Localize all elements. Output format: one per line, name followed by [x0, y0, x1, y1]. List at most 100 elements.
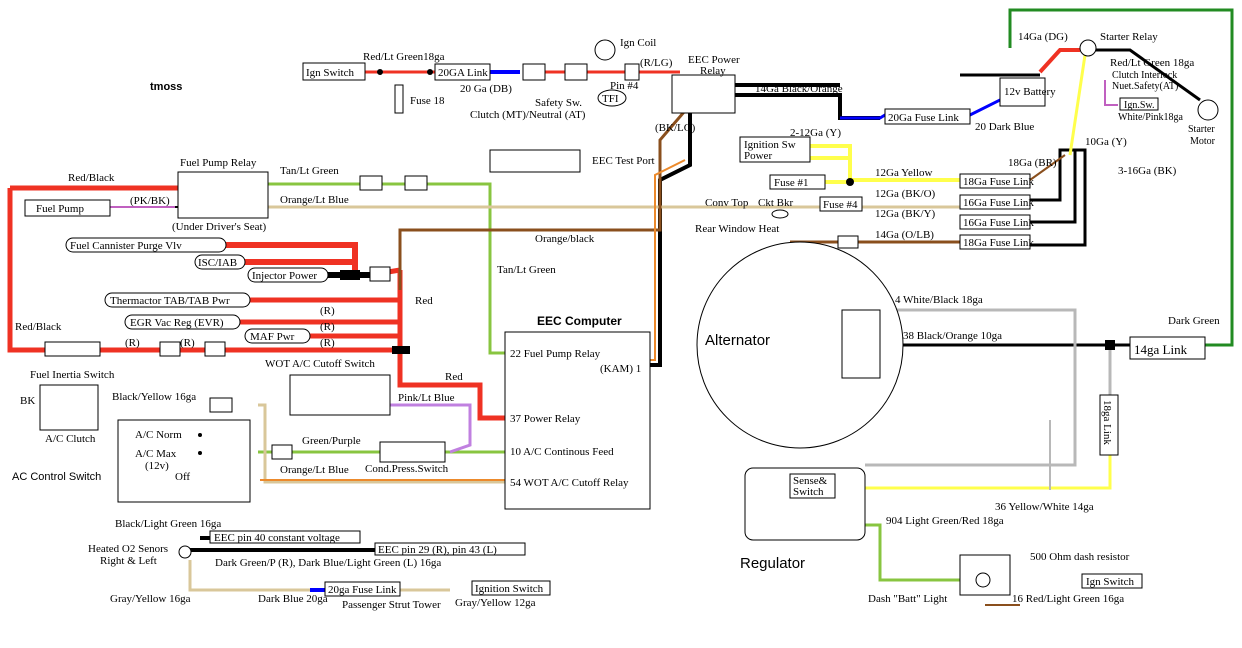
ignition-switch-label: Ignition Switch — [475, 583, 544, 595]
fuse4-label: Fuse #4 — [823, 199, 858, 211]
fuel-pump-label: Fuel Pump — [36, 203, 84, 215]
black-wire-16bk — [1030, 148, 1087, 247]
eec-power-relay-label-1: EEC Power — [688, 54, 740, 66]
fuse-link-16ga-2-label: 16Ga Fuse Link — [963, 217, 1034, 229]
tfi-label: TFI — [602, 93, 619, 105]
starter-motor-label-2: Motor — [1190, 136, 1216, 147]
safety-sw-label: Safety Sw. — [535, 97, 582, 109]
cond-press-label: Cond.Press.Switch — [365, 463, 449, 475]
tan-wire-ac-feed — [258, 403, 505, 484]
ckt-bkr-label: Ckt Bkr — [758, 197, 793, 209]
pink-wire-ltblue — [390, 403, 472, 454]
starter-motor-label-1: Starter — [1188, 124, 1215, 135]
yellow-12-label: 12Ga Yellow — [875, 167, 933, 179]
three-16bk-label: 3-16Ga (BK) — [1118, 165, 1177, 177]
red-black-2-label: Red/Black — [15, 321, 62, 333]
ign-sw-power-label-1: Ignition Sw — [744, 139, 796, 151]
dark-blue-20-label: 20 Dark Blue — [975, 121, 1034, 133]
eec-computer-label: EEC Computer — [537, 314, 622, 328]
o-lb-14-label: 14Ga (O/LB) — [875, 229, 934, 241]
egr-label: EGR Vac Reg (EVR) — [130, 317, 224, 329]
brown-wire-br-18 — [1029, 154, 1066, 181]
alternator-label: Alternator — [705, 332, 770, 349]
component-layer: Ign Switch Red/Lt Green18ga 20GA Link 20… — [12, 31, 1220, 611]
off-label: Off — [175, 471, 190, 483]
eec-pin40-label: EEC pin 40 constant voltage — [214, 532, 340, 544]
yellow-wire-10y — [1068, 54, 1087, 156]
link-14ga-label: 14ga Link — [1134, 342, 1188, 357]
green-wire-fuel-pump-relay — [268, 182, 505, 355]
pk-bk-label: (PK/BK) — [130, 195, 170, 207]
r3-label: (R) — [320, 337, 335, 349]
ac-control-switch-label: AC Control Switch — [12, 471, 101, 483]
fuse-link-20ga-label: 20Ga Fuse Link — [888, 112, 959, 124]
eec-test-port-label: EEC Test Port — [592, 155, 655, 167]
pin4-label: Pin #4 — [610, 80, 639, 92]
yellow-wire-36 — [865, 455, 1112, 490]
bk-label: BK — [20, 395, 35, 407]
orange-black-label: Orange/black — [535, 233, 595, 245]
pink-ltblue-label: Pink/Lt Blue — [398, 392, 455, 404]
ign-switch-top-label: Ign Switch — [306, 67, 354, 79]
orange-ltblue-label: Orange/Lt Blue — [280, 194, 349, 206]
eec-power-relay-label-2: Relay — [700, 65, 726, 77]
darkgreen-wire-loop — [1008, 8, 1234, 347]
fuse-link-16ga-label: 16Ga Fuse Link — [963, 197, 1034, 209]
sense-label-2: Switch — [793, 486, 824, 498]
red-black-label: Red/Black — [68, 172, 115, 184]
passenger-strut-label: Passenger Strut Tower — [342, 599, 441, 611]
dark-blue-20ga-label: Dark Blue 20ga — [258, 593, 328, 605]
r4-label: (R) — [125, 337, 140, 349]
black-orange-14-label: 14Ga Black/Orange — [755, 83, 843, 95]
orange-wire-kam — [650, 159, 686, 361]
black-wire-16bk-b — [1030, 150, 1077, 224]
tan-wire-gray-yellow — [188, 560, 450, 592]
pin37-label: 37 Power Relay — [510, 413, 581, 425]
ac-clutch-label: A/C Clutch — [45, 433, 96, 445]
heated-o2-label-1: Heated O2 Senors — [88, 543, 168, 555]
dark-green-p-label: Dark Green/P (R), Dark Blue/Light Green … — [215, 557, 441, 569]
battery-label: 12v Battery — [1004, 86, 1056, 98]
under-seat-label: (Under Driver's Seat) — [172, 221, 267, 233]
fuse-link-20ga-2-label: 20ga Fuse Link — [328, 584, 397, 596]
black-orange-38-label: 38 Black/Orange 10ga — [903, 330, 1002, 342]
ten-y-label: 10Ga (Y) — [1085, 136, 1127, 148]
dg-14-label: 14Ga (DG) — [1018, 31, 1068, 43]
white-pink-label: White/Pink18ga — [1118, 112, 1184, 123]
yellow-white-36-label: 36 Yellow/White 14ga — [995, 501, 1094, 513]
red-lightgreen-16-label: 16 Red/Light Green 16ga — [1012, 593, 1124, 605]
fuel-pump-relay-label: Fuel Pump Relay — [180, 157, 257, 169]
ac-max-label: A/C Max — [135, 448, 177, 460]
pin22-label: 22 Fuel Pump Relay — [510, 348, 601, 360]
rear-window-label: Rear Window Heat — [695, 223, 779, 235]
pink-wire-white-pink — [1104, 80, 1118, 106]
red-ltgreen-label: Red/Lt Green18ga — [363, 51, 445, 63]
green-purple-label: Green/Purple — [302, 435, 361, 447]
heated-o2-label-2: Right & Left — [100, 555, 157, 567]
sense-label-1: Sense& — [793, 475, 828, 487]
ign-sw-power-label-2: Power — [744, 150, 772, 162]
yellow-wire-ign-power — [810, 144, 960, 182]
black-lightgreen-label: Black/Light Green 16ga — [115, 518, 221, 530]
pin54-label: 54 WOT A/C Cutoff Relay — [510, 477, 629, 489]
red-wire-starter-top — [1038, 48, 1080, 74]
orange-ltblue-2-label: Orange/Lt Blue — [280, 464, 349, 476]
r2-label: (R) — [320, 321, 335, 333]
ign-sw-label: Ign.Sw. — [1124, 100, 1154, 111]
green-wire-904 — [860, 523, 960, 582]
bk-y-12-label: 12Ga (BK/Y) — [875, 208, 936, 220]
tan-ltgreen-label: Tan/Lt Green — [280, 165, 339, 177]
ac-norm-label: A/C Norm — [135, 429, 182, 441]
clutch-interlock-label: Clutch Interlock — [1112, 70, 1177, 81]
fuse-link-18ga-2-label: 18Ga Fuse Link — [963, 237, 1034, 249]
red-wire-main-loop — [7, 185, 180, 353]
black-wire-starter-cable — [1090, 48, 1201, 102]
gray-yellow-12-label: Gray/Yellow 12ga — [455, 597, 536, 609]
brown-wire-orange-black — [398, 104, 692, 290]
black-wire-orange-14 — [735, 93, 880, 120]
injector-power-label: Injector Power — [252, 270, 317, 282]
gray-wire-alt-4 — [865, 308, 1077, 467]
two-12y-label: 2-12Ga (Y) — [790, 127, 841, 139]
bk-lg-label: (BK/LG) — [655, 122, 696, 134]
